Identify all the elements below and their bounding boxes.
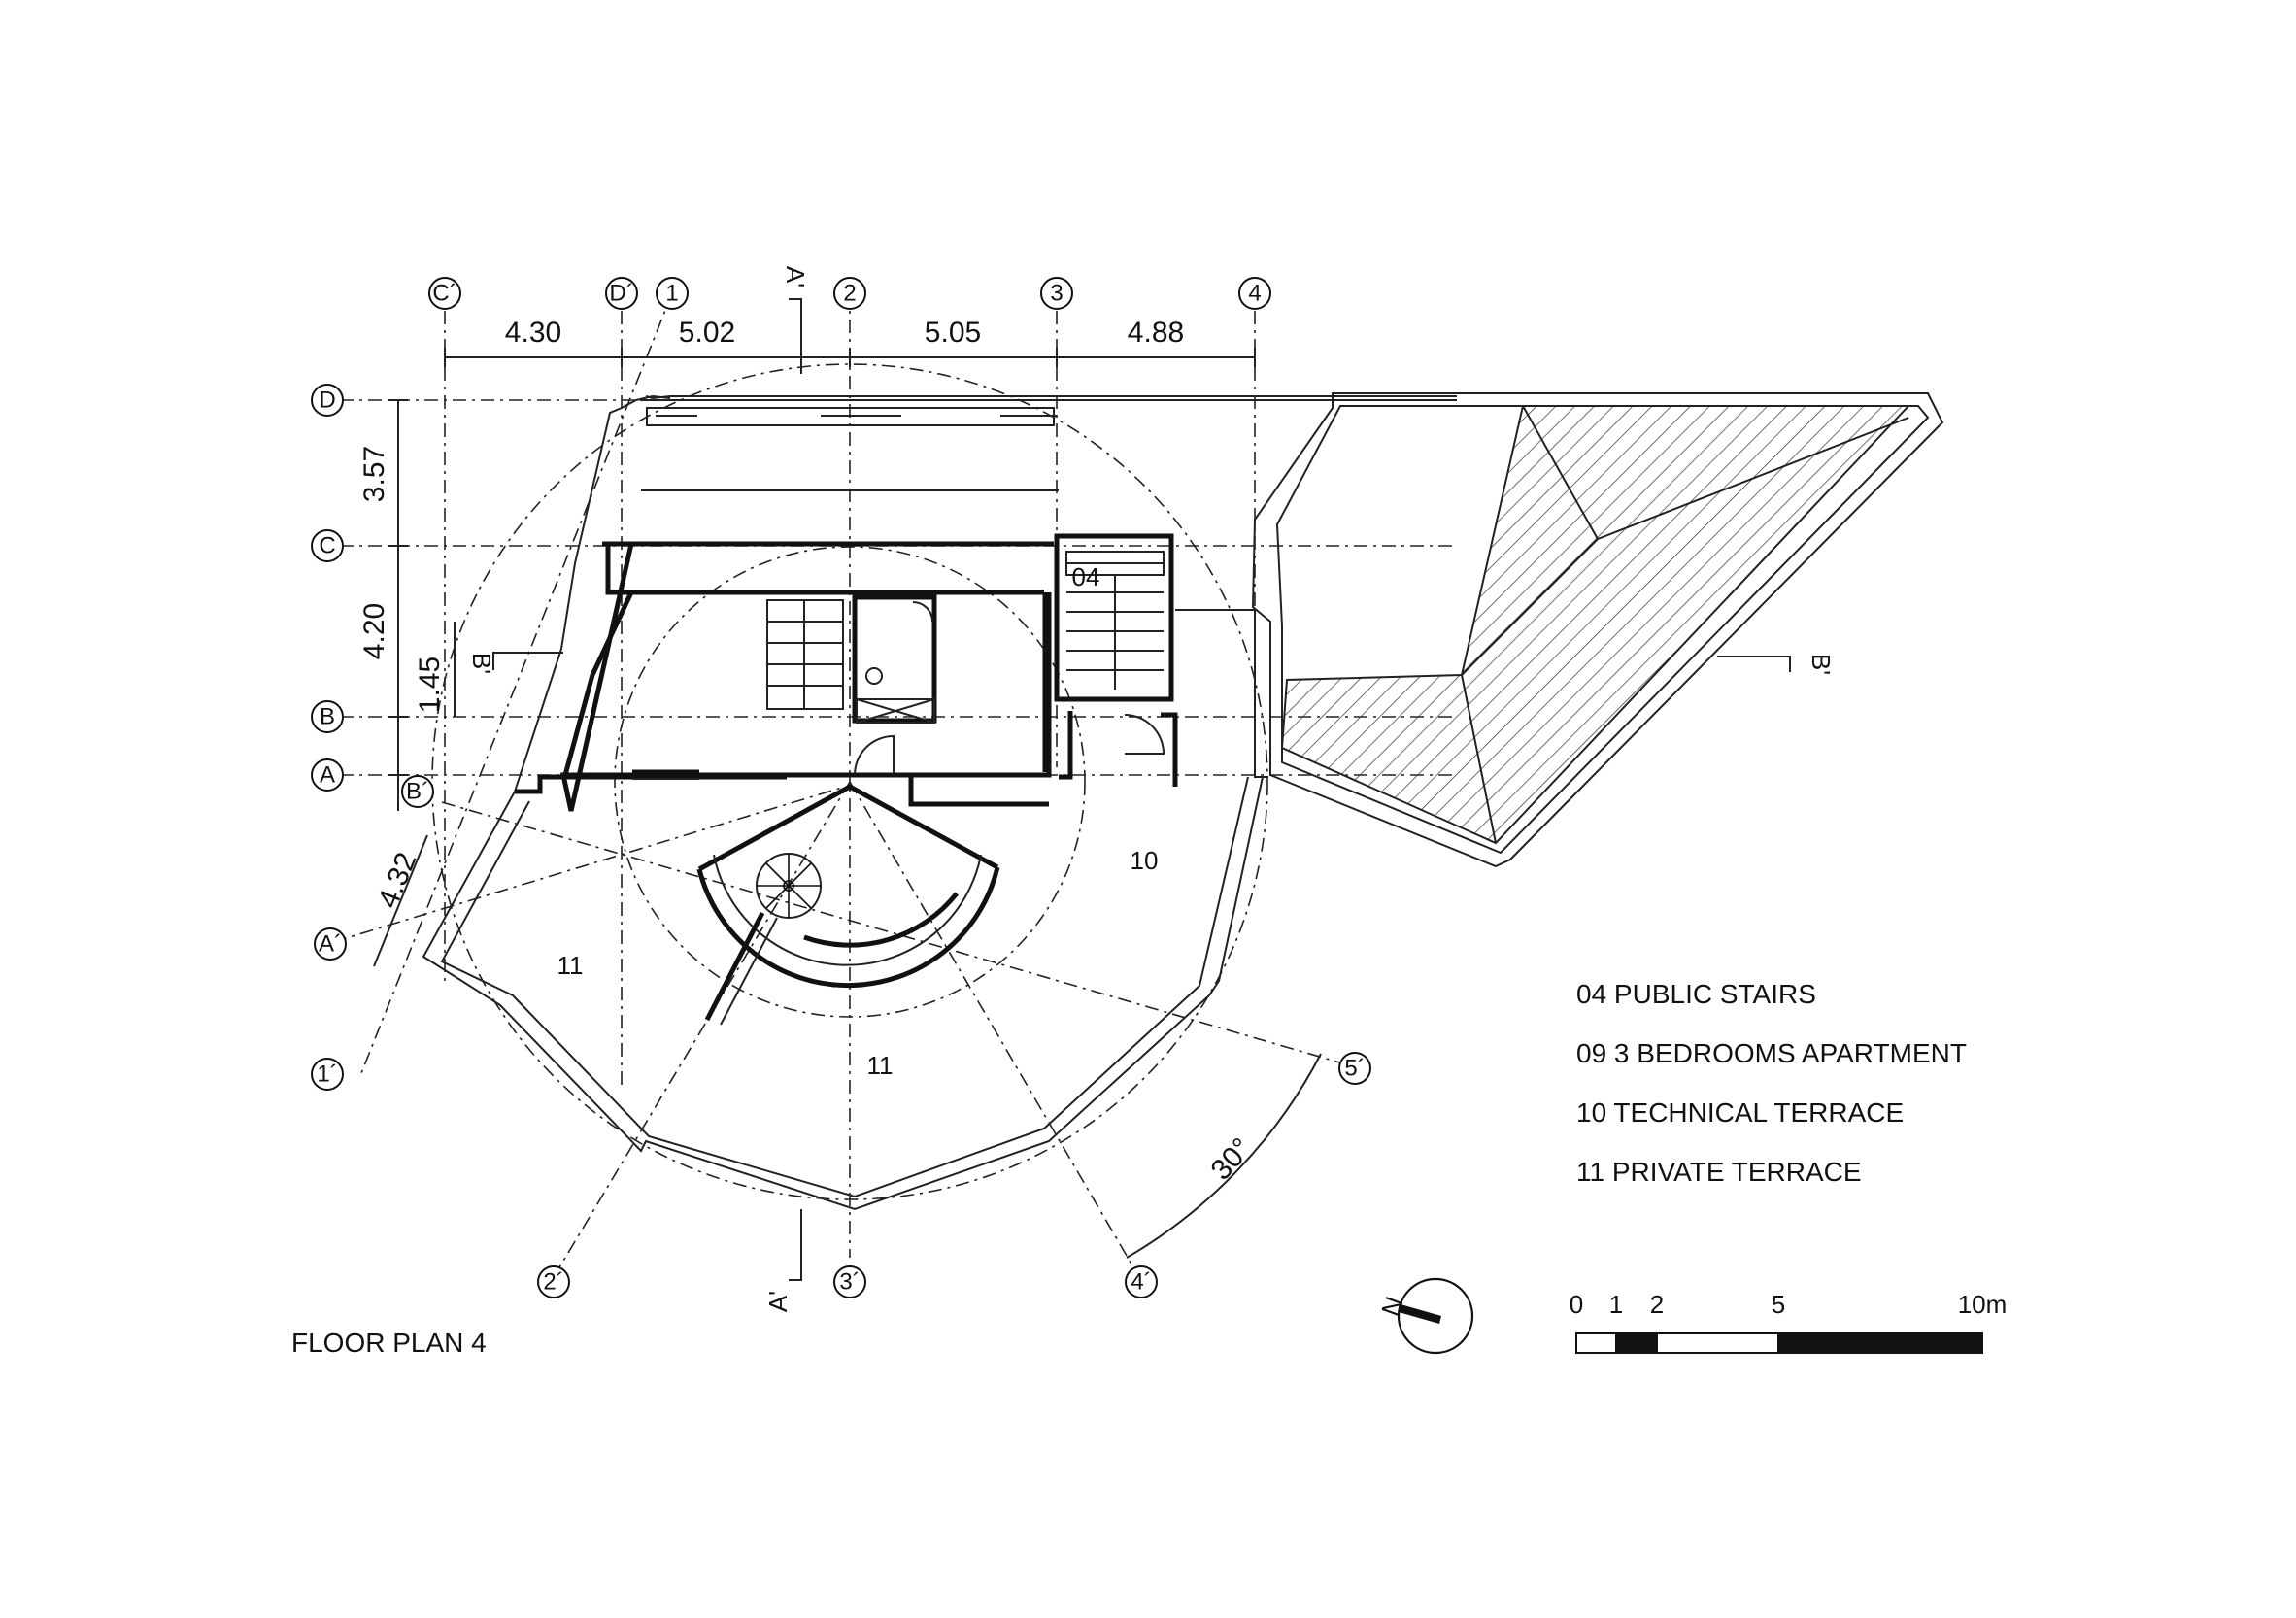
- grid-bubble-3: 3: [1040, 277, 1073, 310]
- dim-left-1: 3.57: [358, 446, 390, 502]
- grid-bubble-3-prime: 3´: [833, 1265, 866, 1298]
- grid-bubble-5-prime: 5´: [1338, 1052, 1371, 1085]
- svg-text:B´: B´: [406, 779, 429, 805]
- svg-text:4´: 4´: [1131, 1269, 1151, 1296]
- svg-text:D: D: [319, 388, 335, 414]
- dim-left-2: 4.20: [358, 603, 390, 659]
- svg-text:1: 1: [665, 281, 678, 307]
- room-10: 10: [1131, 846, 1159, 875]
- svg-text:3: 3: [1050, 281, 1063, 307]
- grid-bubble-d-prime: D´: [605, 277, 638, 310]
- scale-label: 10m: [1958, 1290, 2008, 1319]
- svg-text:C: C: [319, 533, 335, 559]
- scale-label: 0: [1570, 1290, 1583, 1319]
- dim-diagonal: 4.32: [372, 848, 422, 913]
- dim-angle: 30°: [1204, 1132, 1258, 1187]
- scale-label: 2: [1650, 1290, 1664, 1319]
- grid-bubble-c-prime: C´: [428, 277, 461, 310]
- svg-text:5´: 5´: [1344, 1056, 1365, 1082]
- grid-bubble-d: D: [311, 384, 344, 417]
- scale-label: 1: [1609, 1290, 1623, 1319]
- svg-text:4: 4: [1248, 281, 1261, 307]
- dim-top-4: 4.88: [1128, 317, 1184, 349]
- grid-bubble-4: 4: [1238, 277, 1271, 310]
- room-04: 04: [1072, 562, 1100, 591]
- legend-item: 04 PUBLIC STAIRS: [1576, 979, 1816, 1009]
- grid-bubble-2-prime: 2´: [537, 1265, 570, 1298]
- grid-bubble-2: 2: [833, 277, 866, 310]
- section-marks: A' A' B' B': [467, 266, 1836, 1312]
- svg-text:D´: D´: [609, 281, 633, 307]
- section-b-right: B': [1806, 654, 1836, 675]
- page-title: FLOOR PLAN 4: [291, 1328, 487, 1358]
- svg-text:A: A: [320, 762, 335, 789]
- building: [422, 392, 1944, 1211]
- grid-bubble-1-prime: 1´: [311, 1058, 344, 1091]
- svg-text:2´: 2´: [543, 1269, 563, 1296]
- room-11-left: 11: [557, 951, 584, 980]
- legend-item: 10 TECHNICAL TERRACE: [1576, 1097, 1904, 1128]
- section-a-top: A': [781, 266, 810, 287]
- legend: 04 PUBLIC STAIRS 09 3 BEDROOMS APARTMENT…: [1576, 979, 1967, 1187]
- svg-text:B: B: [320, 704, 335, 730]
- scale-bar: 0 1 2 5 10m: [1570, 1290, 2008, 1354]
- grid-bubble-a-prime: A´: [314, 927, 347, 961]
- svg-text:C´: C´: [432, 281, 456, 307]
- room-11-center: 11: [867, 1051, 894, 1080]
- svg-text:2: 2: [843, 281, 856, 307]
- grid-bubble-b: B: [311, 700, 344, 733]
- north-arrow: N: [1375, 1277, 1474, 1355]
- dimension-lines: 4.30 5.02 5.05 4.88 3.57 4.20 1.45 4.32 …: [358, 317, 1322, 1259]
- legend-item: 11 PRIVATE TERRACE: [1576, 1157, 1862, 1187]
- grid-bubble-b-prime: B´: [401, 775, 434, 808]
- grid-bubble-c: C: [311, 529, 344, 562]
- section-b-left: B': [467, 653, 496, 674]
- room-labels: 04 10 11 11: [557, 562, 1159, 1080]
- scale-label: 5: [1772, 1290, 1785, 1319]
- svg-text:1´: 1´: [317, 1062, 337, 1088]
- grid-bubble-a: A: [311, 758, 344, 792]
- grid-bubble-1: 1: [656, 277, 689, 310]
- section-a-bottom: A': [763, 1291, 793, 1312]
- legend-item: 09 3 BEDROOMS APARTMENT: [1576, 1038, 1967, 1068]
- grid-bubble-4-prime: 4´: [1125, 1265, 1158, 1298]
- dim-top-2: 5.02: [679, 317, 735, 349]
- grid-bubbles: C´ D´ 1 2 3 4 D C B A B´ A´ 1´ 2´ 3´ 4´ …: [311, 277, 1371, 1298]
- dim-top-3: 5.05: [925, 317, 981, 349]
- dim-left-3: 1.45: [414, 657, 446, 713]
- dim-top-1: 4.30: [505, 317, 561, 349]
- svg-text:3´: 3´: [839, 1269, 860, 1296]
- svg-text:A´: A´: [319, 931, 342, 958]
